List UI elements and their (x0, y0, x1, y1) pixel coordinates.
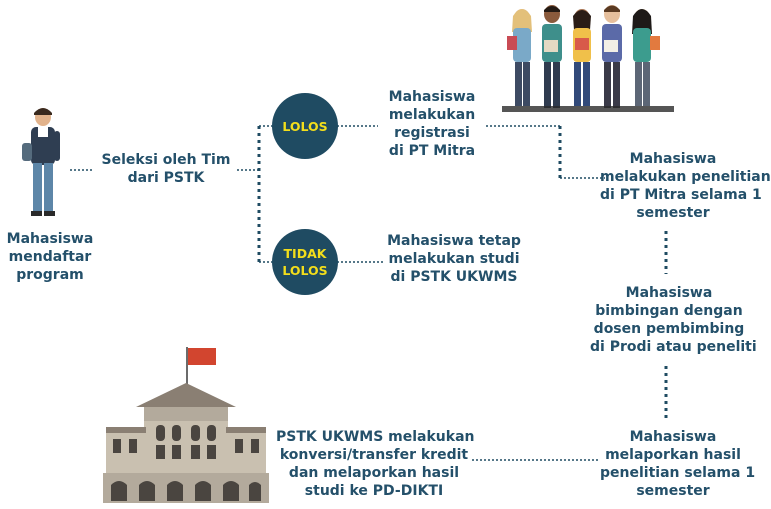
students-group-illustration (502, 5, 674, 112)
node-mahasiswa-mendaftar: Mahasiswa mendaftar program (6, 231, 94, 283)
node-tidak-lolos: TIDAK LOLOS (272, 229, 338, 295)
node-pstk-konversi: PSTK UKWMS melakukan konversi/transfer k… (276, 429, 475, 499)
connector-lines (70, 125, 668, 461)
node-seleksi: Seleksi oleh Tim dari PSTK (101, 152, 231, 186)
university-building-illustration (103, 347, 269, 503)
node-tetap: Mahasiswa tetap melakukan studi di PSTK … (387, 233, 521, 285)
student-illustration (22, 108, 60, 216)
flag-icon (188, 348, 216, 365)
node-bimbingan: Mahasiswa bimbingan dengan dosen pembimb… (590, 285, 757, 355)
node-melaporkan: Mahasiswa melaporkan hasil penelitian se… (600, 429, 756, 499)
node-lolos: LOLOS (272, 93, 338, 159)
node-penelitian: Mahasiswa melakukan penelitian di PT Mit… (600, 151, 771, 221)
node-registrasi: Mahasiswa melakukan registrasi di PT Mit… (388, 89, 476, 159)
